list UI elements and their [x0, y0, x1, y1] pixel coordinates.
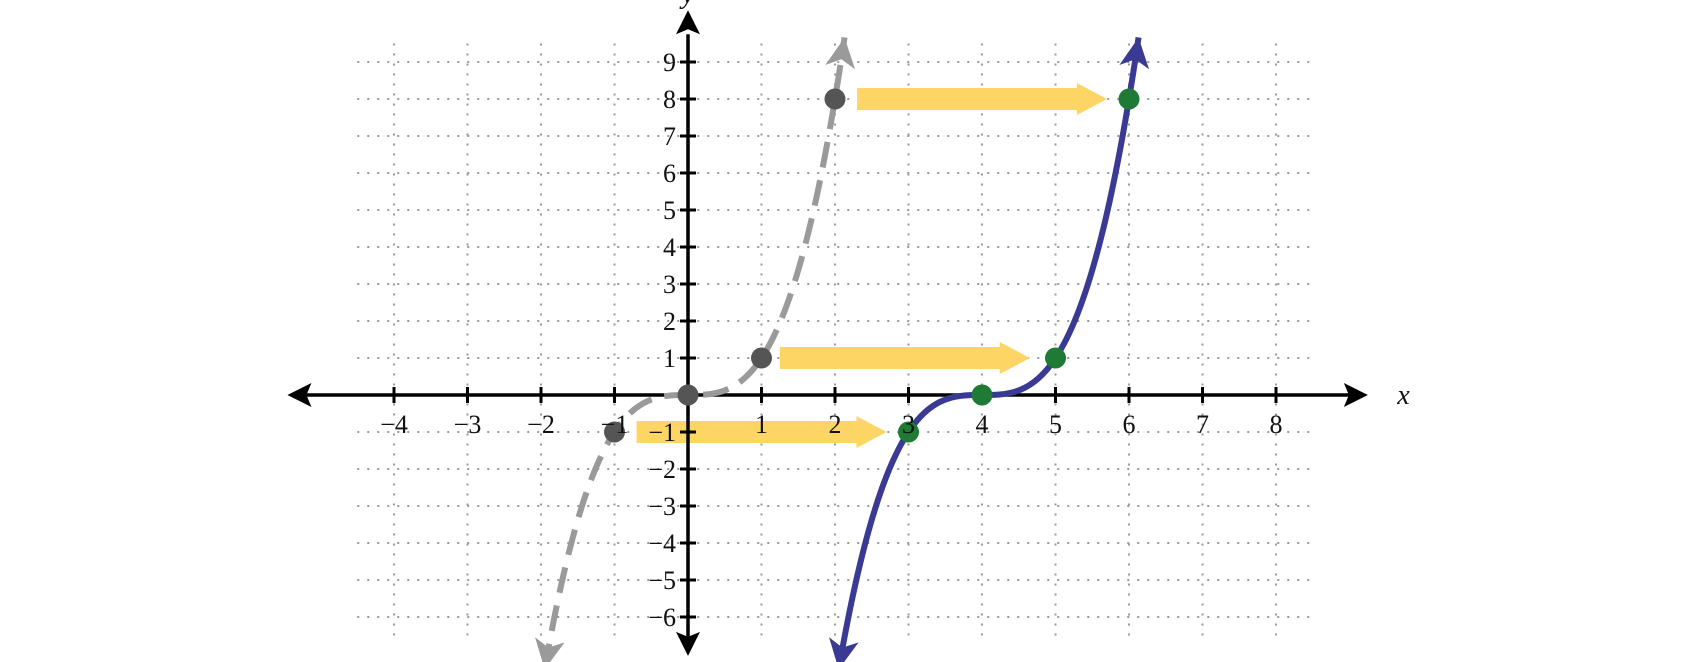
shifted-point	[1118, 88, 1140, 110]
shifted-point	[898, 421, 919, 443]
x-tick-label: 3	[902, 410, 915, 439]
x-tick-label: 2	[829, 410, 842, 439]
x-tick-label: −4	[380, 410, 408, 439]
y-tick-label: 6	[663, 159, 676, 188]
grid	[357, 43, 1313, 636]
y-tick-label: −3	[648, 492, 676, 521]
x-tick-label: 7	[1196, 410, 1209, 439]
curve-end-arrowhead	[825, 37, 856, 70]
shift-arrows	[636, 83, 1107, 448]
y-axis-top-arrowhead	[676, 10, 700, 35]
y-axis-bottom-arrowhead	[676, 631, 700, 656]
axes	[287, 10, 1368, 656]
x-axis-right-arrowhead	[1343, 383, 1368, 407]
y-tick-label: 5	[663, 196, 676, 225]
y-tick-label: 2	[663, 307, 676, 336]
shift-arrow	[779, 342, 1030, 374]
original-curve	[542, 37, 848, 662]
x-axis-left-arrowhead	[287, 383, 312, 407]
original-point	[751, 347, 772, 369]
x-tick-label: 1	[755, 410, 768, 439]
y-tick-label: 3	[663, 270, 676, 299]
x-tick-label: 5	[1049, 410, 1062, 439]
y-tick-label: 9	[663, 48, 676, 77]
shift-arrow	[636, 416, 887, 448]
x-tick-label: 6	[1123, 410, 1136, 439]
curve-end-arrowhead	[829, 637, 859, 662]
x-tick-label: 4	[976, 410, 989, 439]
x-axis-title: x	[1396, 380, 1410, 411]
tick-labels: −4 −3 −2 −1 1 2 3 4 5 6 7 8 9 8 7 6 5 4 3 2 1 −1 −2 −3 −4 −5 −6	[380, 48, 1282, 632]
y-tick-label: −2	[648, 455, 676, 484]
x-tick-label: −3	[454, 410, 482, 439]
y-tick-label: −4	[648, 529, 676, 558]
x-tick-label: −1	[601, 410, 629, 439]
data-points	[604, 88, 1140, 443]
y-tick-label: 8	[663, 85, 676, 114]
curve-end-arrowhead	[535, 637, 565, 662]
x-tick-label: 8	[1270, 410, 1283, 439]
original-point	[824, 88, 846, 110]
y-tick-label: 4	[663, 233, 676, 262]
shift-arrow	[857, 83, 1107, 115]
y-tick-label: 7	[663, 122, 676, 151]
y-tick-label: −5	[648, 566, 676, 595]
original-point	[604, 421, 625, 443]
shifted-point	[1045, 347, 1066, 369]
y-axis-title: y	[679, 0, 695, 10]
y-tick-label: −1	[648, 418, 676, 447]
original-point	[677, 384, 699, 406]
y-tick-label: −6	[648, 603, 676, 632]
curve-end-arrowhead	[1119, 37, 1150, 70]
y-tick-label: 1	[663, 344, 676, 373]
x-tick-label: −2	[527, 410, 555, 439]
shifted-point	[971, 384, 993, 406]
